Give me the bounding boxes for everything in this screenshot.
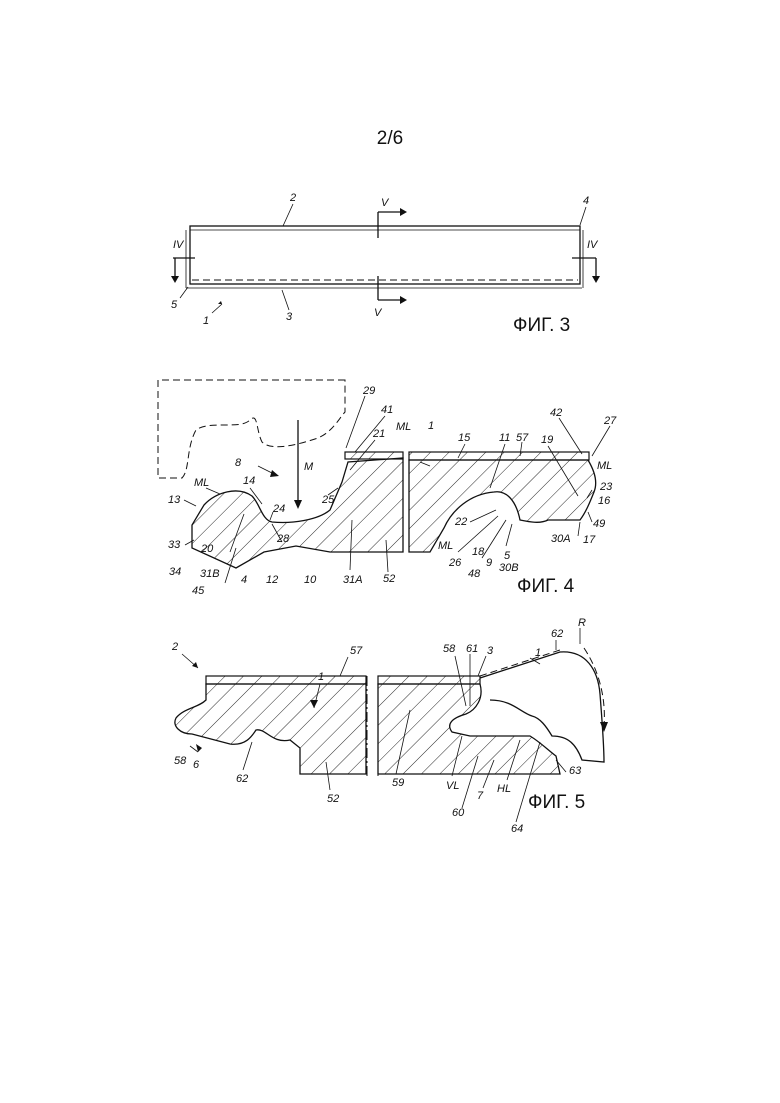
ref-30b: 30B [499, 562, 519, 574]
ref-64: 64 [511, 823, 523, 835]
ref-57: 57 [516, 432, 529, 444]
ref-1-right: 1 [535, 647, 541, 659]
ref-ml-top: ML [396, 421, 411, 433]
ref-8: 8 [235, 457, 242, 469]
ref-18: 18 [472, 546, 485, 558]
ref-61: 61 [466, 643, 478, 655]
ref-19: 19 [541, 434, 553, 446]
ref-ml-right: ML [597, 460, 612, 472]
ref-22: 22 [454, 516, 467, 528]
ref-34: 34 [169, 566, 181, 578]
ref-41: 41 [381, 404, 393, 416]
section-iv-label-right: IV [587, 239, 599, 251]
fig5-rotation-dashed-top [479, 649, 561, 677]
ref-4: 4 [583, 195, 589, 207]
ref-10: 10 [304, 574, 317, 586]
ref-12: 12 [266, 574, 278, 586]
ref-52: 52 [327, 793, 339, 805]
ref-31b: 31B [200, 568, 220, 580]
ref-ml-left: ML [194, 477, 209, 489]
ref-63: 63 [569, 765, 582, 777]
ref-59: 59 [392, 777, 404, 789]
incoming-panel-outline [157, 379, 346, 479]
section-iv-label-left: IV [173, 239, 185, 251]
ref-vl: VL [446, 780, 459, 792]
ref-1: 1 [428, 420, 434, 432]
ref-25: 25 [321, 494, 335, 506]
ref-5: 5 [171, 299, 178, 311]
ref-24: 24 [272, 503, 285, 515]
fig5-left-top-layer [205, 675, 367, 685]
section-v-label-top: V [381, 197, 390, 209]
ref-1: 1 [203, 315, 209, 327]
figure-3: V V IV IV 2 4 5 1 3 ФИГ. 3 [171, 192, 600, 336]
ref-m: M [304, 461, 314, 473]
ref-2: 2 [171, 641, 178, 653]
ref-28: 28 [276, 533, 290, 545]
figure-3-caption: ФИГ. 3 [513, 315, 570, 336]
ref-14: 14 [243, 475, 255, 487]
ref-31a: 31A [343, 574, 363, 586]
left-panel-top-layer [344, 451, 404, 460]
ref-r: R [578, 617, 586, 629]
ref-29: 29 [362, 385, 375, 397]
figure-5-caption: ФИГ. 5 [528, 792, 585, 813]
ref-21: 21 [372, 428, 385, 440]
ref-45: 45 [192, 585, 205, 597]
ref-58-right: 58 [443, 643, 456, 655]
right-panel-top-layer [408, 451, 590, 461]
ref-20: 20 [200, 543, 214, 555]
ref-hl: HL [497, 783, 511, 795]
ref-11: 11 [499, 432, 510, 444]
right-panel-section [408, 459, 597, 553]
ref-27: 27 [603, 415, 617, 427]
ref-58-left: 58 [174, 755, 187, 767]
ref-1-left: 1 [318, 671, 324, 683]
ref-26: 26 [448, 557, 462, 569]
section-line-iv [171, 257, 600, 283]
ref-33: 33 [168, 539, 181, 551]
ref-49: 49 [593, 518, 605, 530]
ref-6: 6 [193, 759, 200, 771]
fig5-left-panel-section [174, 683, 367, 775]
ref-5: 5 [504, 550, 511, 562]
ref-13: 13 [168, 494, 181, 506]
fig5-right-top-layer [377, 675, 481, 685]
ref-ml-bottom: ML [438, 540, 453, 552]
ref-3: 3 [487, 645, 494, 657]
ref-48: 48 [468, 568, 481, 580]
page-number: 2/6 [376, 128, 404, 149]
section-line-v [377, 208, 407, 304]
figure-5: 2 57 1 58 61 3 1 62 R 58 6 62 52 59 VL 7… [171, 617, 608, 835]
ref-62-bottom: 62 [236, 773, 248, 785]
ref-15: 15 [458, 432, 471, 444]
ref-60: 60 [452, 807, 465, 819]
ref-30a: 30A [551, 533, 571, 545]
ref-17: 17 [583, 534, 596, 546]
ref-57: 57 [350, 645, 363, 657]
ref-52: 52 [383, 573, 395, 585]
figure-4: 29 41 1 15 11 57 42 27 19 21 ML 8 M ML M… [157, 379, 617, 597]
ref-42: 42 [550, 407, 562, 419]
fig5-right-panel-section [377, 683, 561, 775]
fig5-rotating-panel-outline [479, 651, 605, 763]
ref-62-top: 62 [551, 628, 563, 640]
panel-top-view [189, 225, 581, 285]
ref-9: 9 [486, 557, 492, 569]
ref-16: 16 [598, 495, 611, 507]
ref-7: 7 [477, 790, 484, 802]
ref-4: 4 [241, 574, 247, 586]
figure-4-caption: ФИГ. 4 [517, 576, 575, 597]
ref-3: 3 [286, 311, 293, 323]
section-v-label-bottom: V [374, 307, 383, 319]
ref-2: 2 [289, 192, 296, 204]
ref-23: 23 [599, 481, 613, 493]
left-panel-section [191, 457, 404, 569]
